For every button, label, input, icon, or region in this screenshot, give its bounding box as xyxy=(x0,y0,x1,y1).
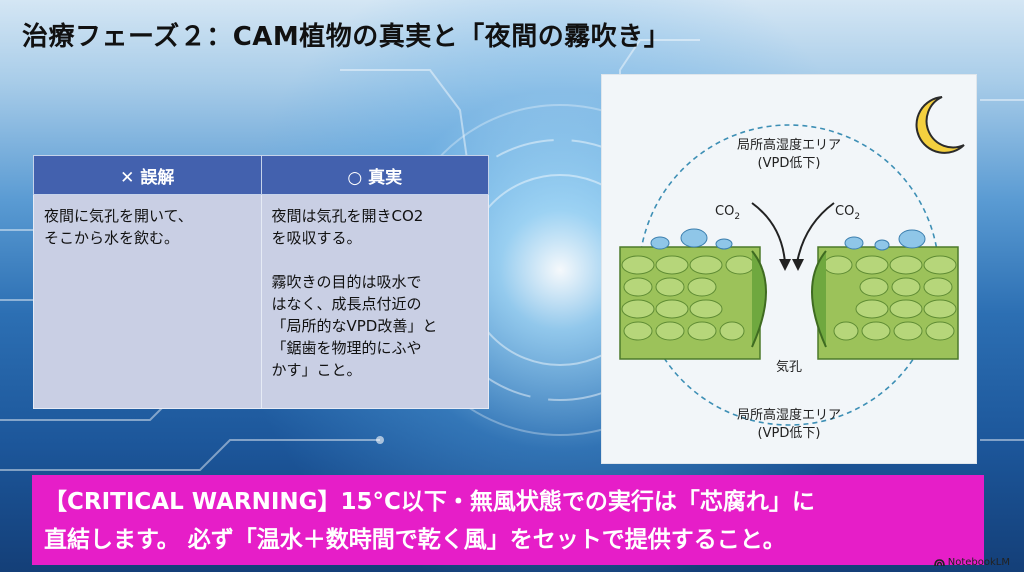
truth-cell: 夜間は気孔を開きCO2 を吸収する。 霧吹きの目的は吸水で はなく、成長点付近の… xyxy=(260,194,489,409)
arrow-head-left xyxy=(779,259,791,271)
top-area-label: 局所高湿度エリア xyxy=(737,137,841,153)
leaf-tissue-left xyxy=(619,246,767,360)
table-row: 夜間に気孔を開いて、 そこから水を飲む。 夜間は気孔を開きCO2 を吸収する。 … xyxy=(33,194,489,409)
top-area-sublabel: (VPD低下) xyxy=(758,156,821,171)
bottom-area-sublabel: (VPD低下) xyxy=(758,426,821,441)
slide-title: 治療フェーズ２：CAM植物の真実と「夜間の霧吹き」 xyxy=(22,22,671,52)
co2-arrows xyxy=(751,202,835,264)
myth-text: 夜間に気孔を開いて、 そこから水を飲む。 xyxy=(44,207,193,247)
table-header-row: ✕ 誤解 ○ 真実 xyxy=(33,155,489,195)
stoma-diagram-panel: 局所高湿度エリア (VPD低下) CO2 CO2 xyxy=(601,74,977,464)
arrow-head-right xyxy=(792,259,804,271)
comparison-table: ✕ 誤解 ○ 真実 夜間に気孔を開いて、 そこから水を飲む。 夜間は気孔を開きC… xyxy=(33,155,489,409)
leaf-tissue-right xyxy=(811,246,959,360)
truth-header: ○ 真実 xyxy=(260,155,489,195)
stoma-diagram: 局所高湿度エリア (VPD低下) CO2 CO2 xyxy=(619,96,965,441)
co2-label-left: CO2 xyxy=(715,204,740,222)
truth-text-1: 夜間は気孔を開きCO2 を吸収する。 xyxy=(271,207,424,247)
truth-text-2: 霧吹きの目的は吸水で はなく、成長点付近の 「局所的なVPD改善」と 「鋸歯を物… xyxy=(271,273,438,379)
notebooklm-badge: NotebookLM xyxy=(933,557,1010,568)
myth-cell: 夜間に気孔を開いて、 そこから水を飲む。 xyxy=(33,194,262,409)
co2-label-right: CO2 xyxy=(835,204,860,222)
bottom-area-label: 局所高湿度エリア xyxy=(737,407,841,423)
moon-icon xyxy=(915,96,965,154)
warning-line-2: 直結します。 必ず「温水＋数時間で乾く風」をセットで提供すること。 xyxy=(44,527,786,553)
water-droplets xyxy=(650,228,926,251)
warning-line-1: 【CRITICAL WARNING】15°C以下・無風状態での実行は「芯腐れ」に xyxy=(44,489,815,515)
critical-warning-box: 【CRITICAL WARNING】15°C以下・無風状態での実行は「芯腐れ」に… xyxy=(32,475,984,565)
brand-name: NotebookLM xyxy=(947,557,1010,568)
notebooklm-logo-icon xyxy=(933,558,945,566)
myth-header: ✕ 誤解 xyxy=(33,155,262,195)
stoma-label: 気孔 xyxy=(776,359,802,375)
